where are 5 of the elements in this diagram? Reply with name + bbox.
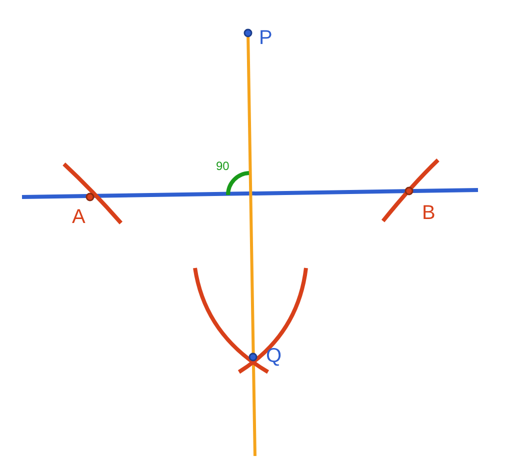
point-label: Q [266, 346, 282, 366]
angle-label: 90 [216, 160, 230, 172]
point-label: P [259, 28, 272, 48]
point-label: A [72, 207, 86, 227]
point-label: B [422, 203, 436, 223]
